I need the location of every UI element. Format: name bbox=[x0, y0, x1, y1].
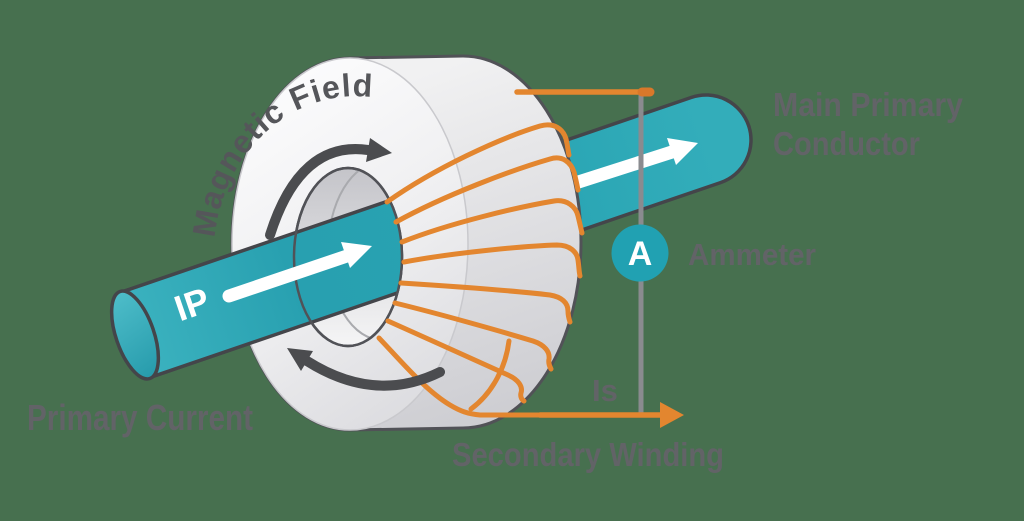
secondary-winding-label: Secondary Winding bbox=[452, 436, 724, 473]
core-hole-outline bbox=[292, 166, 404, 348]
secondary-winding-turn bbox=[384, 122, 572, 205]
main-primary-conductor-label-line2: Conductor bbox=[773, 125, 920, 162]
secondary-winding-turn bbox=[401, 242, 583, 279]
current-direction-arrow-left bbox=[222, 242, 372, 303]
secondary-winding-turn bbox=[393, 155, 581, 225]
ammeter-label: Ammeter bbox=[688, 237, 816, 272]
magnetic-field-arrow-top bbox=[265, 138, 392, 240]
ammeter: A bbox=[611, 224, 669, 282]
main-primary-conductor-label-line1: Main Primary bbox=[773, 86, 964, 123]
secondary-current-arrow bbox=[537, 402, 684, 428]
primary-conductor-front bbox=[118, 93, 402, 380]
ammeter-symbol: A bbox=[628, 235, 653, 273]
secondary-current-symbol: Is bbox=[592, 373, 618, 408]
secondary-circuit: A bbox=[514, 87, 684, 428]
secondary-winding-turn bbox=[392, 300, 554, 372]
magnetic-field-arrow-bottom bbox=[287, 348, 445, 391]
secondary-winding-turn bbox=[398, 280, 573, 325]
current-direction-arrow-right bbox=[559, 138, 698, 193]
secondary-winding-turn bbox=[468, 338, 512, 412]
secondary-winding bbox=[376, 122, 585, 418]
secondary-winding-turn bbox=[385, 318, 527, 404]
conductor-end-cap bbox=[109, 289, 161, 381]
secondary-winding-turn bbox=[399, 198, 585, 245]
ammeter-circle bbox=[611, 224, 669, 282]
secondary-winding-turn bbox=[376, 335, 563, 418]
primary-current-label: Primary Current bbox=[27, 397, 253, 438]
